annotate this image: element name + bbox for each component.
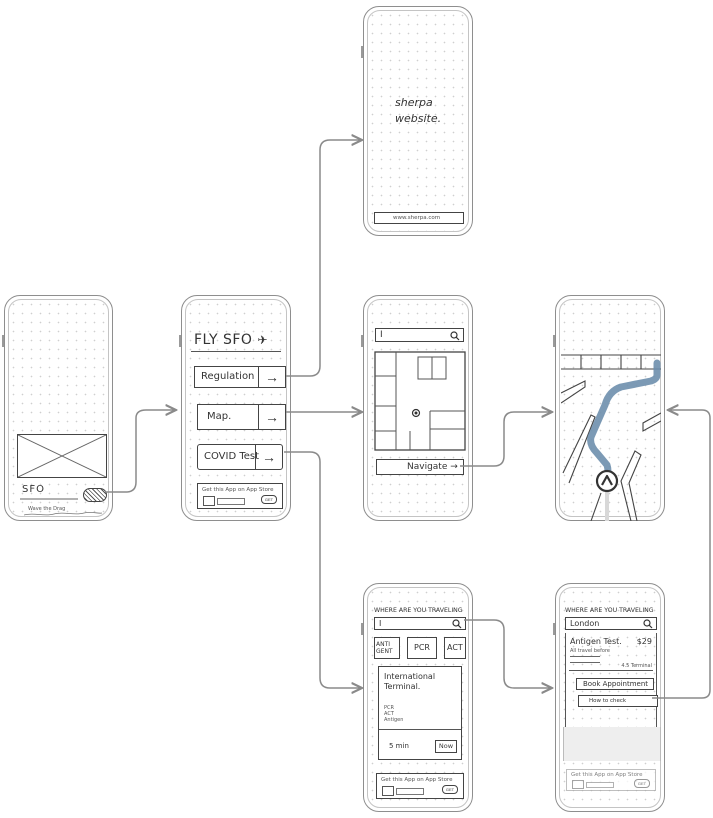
connector-navigate-to-route: [460, 412, 552, 467]
phone-menu: FLY SFO ✈ Regulation → Map. → COVID Test…: [181, 295, 291, 521]
get-button[interactable]: GET: [442, 785, 458, 794]
route-path: [587, 359, 661, 483]
result-price: $29: [636, 637, 652, 646]
phone-map: I: [363, 295, 473, 521]
web-heading-line2: website.: [395, 112, 442, 125]
banner-thumb: [382, 786, 394, 796]
terminal-card[interactable]: International Terminal. PCR ACT Antigen …: [378, 666, 462, 760]
app-store-banner[interactable]: Get this App on App Store GET: [197, 483, 283, 509]
faded-area: [563, 727, 661, 761]
how-to-check-button[interactable]: How to check: [578, 695, 658, 707]
search-icon: [643, 619, 653, 629]
get-button[interactable]: GET: [634, 779, 650, 788]
phone-route: [555, 295, 665, 521]
result-meta: 4.5 Terminal: [621, 663, 652, 669]
search-caret: I: [380, 330, 383, 340]
user-position-icon: [595, 469, 619, 493]
hero-image-placeholder: [17, 434, 107, 478]
url-bar[interactable]: www.sherpa.com: [374, 212, 464, 224]
navigate-button[interactable]: Navigate →: [376, 459, 464, 475]
result-title: Antigen Test.: [570, 637, 622, 646]
arrow-right-icon: →: [258, 367, 285, 387]
arrow-right-icon: →: [258, 405, 285, 429]
title-divider: [191, 351, 281, 352]
navigate-text: Navigate: [407, 462, 448, 472]
search-icon: [450, 330, 460, 340]
result-panel: Antigen Test. $29 All travel before 4.5 …: [565, 633, 658, 741]
howto-label: How to check: [589, 698, 627, 704]
menu-item-label: Regulation: [201, 371, 255, 382]
search-caret: I: [379, 619, 382, 628]
banner-thumb: [572, 780, 584, 789]
card-test-3: Antigen: [384, 717, 404, 723]
scribble-line-2: [24, 511, 103, 516]
search-question: WHERE ARE YOU TRAVELING: [374, 607, 463, 614]
app-title-text: FLY SFO: [194, 332, 253, 348]
app-store-banner[interactable]: Get this App on App Store GET: [376, 773, 464, 799]
plane-icon: ✈: [257, 333, 268, 347]
location-marker-icon: [411, 408, 421, 418]
app-title: FLY SFO ✈: [194, 332, 268, 348]
filter-label: PCR: [414, 643, 430, 652]
map-search-input[interactable]: I: [375, 328, 464, 342]
connector-search-to-results: [464, 619, 552, 688]
route-view: [561, 354, 661, 521]
web-heading-line1: sherpa: [395, 96, 433, 109]
connector-home-to-menu: [105, 410, 176, 493]
result-divider: [569, 670, 653, 671]
phone-website: sherpa website. www.sherpa.com: [363, 6, 473, 236]
banner-text: Get this App on App Store: [202, 487, 274, 493]
card-title-1: International: [384, 672, 436, 681]
phone-booking: WHERE ARE YOU TRAVELING London Antigen T…: [555, 583, 665, 812]
now-button[interactable]: Now: [435, 740, 457, 753]
card-test-1: PCR: [384, 705, 394, 711]
menu-item-label: Map.: [207, 411, 232, 422]
url-text: www.sherpa.com: [393, 215, 441, 221]
filter-antigen[interactable]: ANTI GENT: [374, 637, 400, 659]
filter-label: ACT: [447, 643, 463, 652]
result-icons: [570, 656, 600, 663]
destination-input[interactable]: London: [565, 617, 657, 630]
banner-line: [586, 782, 614, 788]
connector-regulation-to-web: [286, 140, 362, 377]
book-label: Book Appointment: [583, 680, 649, 688]
card-title-2: Terminal.: [384, 682, 421, 691]
banner-line: [396, 788, 424, 795]
result-sub: All travel before: [570, 648, 610, 654]
scribble-line-1: [20, 498, 78, 500]
filter-pcr[interactable]: PCR: [407, 637, 437, 659]
indoor-map: [374, 351, 466, 451]
phone-home: SFO Wave the Drag: [4, 295, 113, 521]
boarding-button[interactable]: [83, 488, 107, 502]
banner-text: Get this App on App Store: [571, 772, 643, 778]
card-divider: [379, 729, 461, 730]
home-footnote: Wave the Drag: [28, 506, 66, 512]
book-appointment-button[interactable]: Book Appointment: [576, 678, 654, 690]
get-button[interactable]: GET: [261, 495, 277, 504]
filter-act[interactable]: ACT: [444, 637, 466, 659]
banner-line: [217, 498, 245, 505]
menu-item-label: COVID Test: [204, 451, 260, 462]
destination-value: London: [570, 619, 600, 628]
banner-text: Get this App on App Store: [381, 777, 453, 783]
banner-thumb: [203, 496, 215, 506]
menu-item-map[interactable]: Map. →: [197, 404, 286, 430]
search-icon: [452, 619, 462, 629]
search-question: WHERE ARE YOU TRAVELING: [565, 607, 654, 614]
arrow-right-icon: →: [255, 445, 282, 469]
airport-code: SFO: [22, 484, 45, 495]
app-store-banner[interactable]: Get this App on App Store GET: [566, 769, 656, 791]
card-test-2: ACT: [384, 711, 394, 717]
menu-item-covid[interactable]: COVID Test →: [197, 444, 283, 470]
connector-covid-to-testsearch: [284, 451, 362, 688]
phone-test-search: WHERE ARE YOU TRAVELING I ANTI GENT PCR …: [363, 583, 473, 812]
wait-time: 5 min: [389, 742, 409, 750]
test-search-input[interactable]: I: [374, 617, 466, 630]
filter-label: ANTI GENT: [376, 641, 393, 655]
navigate-label: Navigate →: [407, 462, 458, 472]
menu-item-regulation[interactable]: Regulation →: [194, 366, 286, 388]
